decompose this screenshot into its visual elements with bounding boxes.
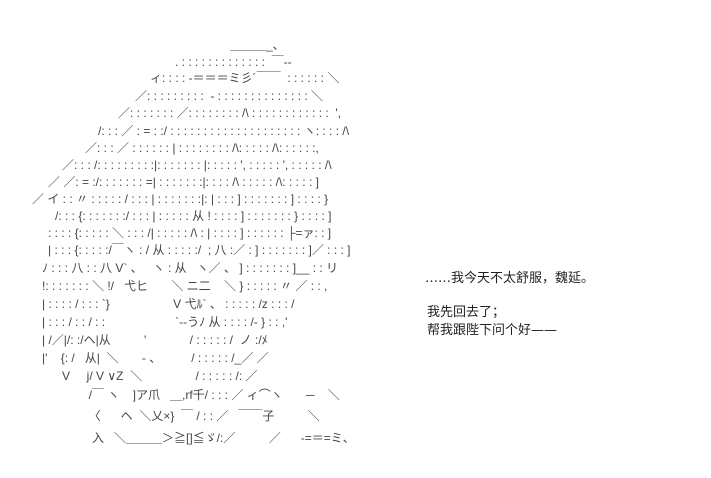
ascii-art-line: !: : : : : : : ＼ !/ 弋ヒ ＼ ニ二 ＼ } : : : : … — [42, 279, 328, 293]
dialogue-line: ……我今天不太舒服，魏延。 — [425, 271, 595, 286]
ascii-art-line: 〈 ヘ ＼乂×} ￣ / : : ／ ￣￣子 ＼ — [42, 409, 320, 423]
ascii-art-line: ＿＿＿_、 — [230, 38, 285, 52]
ascii-art-line: | : : : {: : : : :/￣ヽ : / 从 : : : : :/ ;… — [48, 243, 351, 257]
ascii-art-line: ／: : : : : : : ／: : : : : : : : /\ : : :… — [118, 106, 341, 120]
ascii-art-line: ／: : : ／ : : : : : : | : : : : : : : : /… — [85, 141, 319, 155]
dialogue-line: 帮我跟陛下问个好—— — [427, 323, 558, 338]
ascii-art-line: | : : : : / : : : `} V 弋ﾙ` 、 : : : : : /… — [42, 297, 295, 311]
ascii-art-line: ﾉ : : : 八 : : 八 V` 、 ヽ : 从 ヽ／ 、 ] : : : … — [42, 261, 339, 275]
ascii-art-line: /￣ ヽ ]ア爪 ＿,rf千/ : : : ／ ィ⌒ヽ ─ ＼ — [42, 388, 340, 402]
ascii-art-line: ／ イ : : 〃 : : : : : / : : : | : : : : : … — [32, 192, 329, 206]
ascii-art-line: : : : : {: : : : : ＼ : : : /| : : : : : … — [48, 226, 332, 240]
ascii-art-line: | : : : / : : / : : `‐‐うﾉ 从 : : : : /‐ }… — [42, 315, 288, 329]
dialogue-line: 我先回去了； — [427, 305, 506, 320]
ascii-art-line: ／ ／: = :/: : : : : : : =| : : : : : : :|… — [48, 175, 319, 189]
ascii-art-line: ／: : : : : : : : : ‐ : : : : : : : : : :… — [135, 89, 324, 103]
ascii-art-line: ／: : : /: : : : : : : : :|: : : : : : : … — [62, 158, 332, 172]
ascii-art-line: | /／|/: :/ヘ|从 ' / : : : : : / ノ :/ﾒ — [42, 333, 268, 347]
ascii-art-line: 入 ＼＿＿＿＞≧[]≦ゞ/:／ ／ -=＝=ミ、 — [42, 431, 355, 445]
ascii-art-line: /: : : ／ : = : :/ : : : : : : : : : : : … — [98, 124, 350, 138]
ascii-art-line: V j/ V ∨Z ＼ / : : : : : /: ／ — [42, 369, 258, 383]
ascii-art-line: . : : : : : : : : : : : : : ￣‐‐ — [175, 55, 292, 69]
ascii-art-line: /: : : {: : : : : : :/ : : : | : : : : :… — [55, 209, 332, 223]
ascii-art-line: |' {: / 从| ＼ ‐ 、 / : : : : : /_／ ／ — [42, 351, 269, 365]
ascii-art-line: ィ: : : : -＝＝＝ミ彡´￣￣ : : : : : : ＼ — [150, 71, 340, 85]
